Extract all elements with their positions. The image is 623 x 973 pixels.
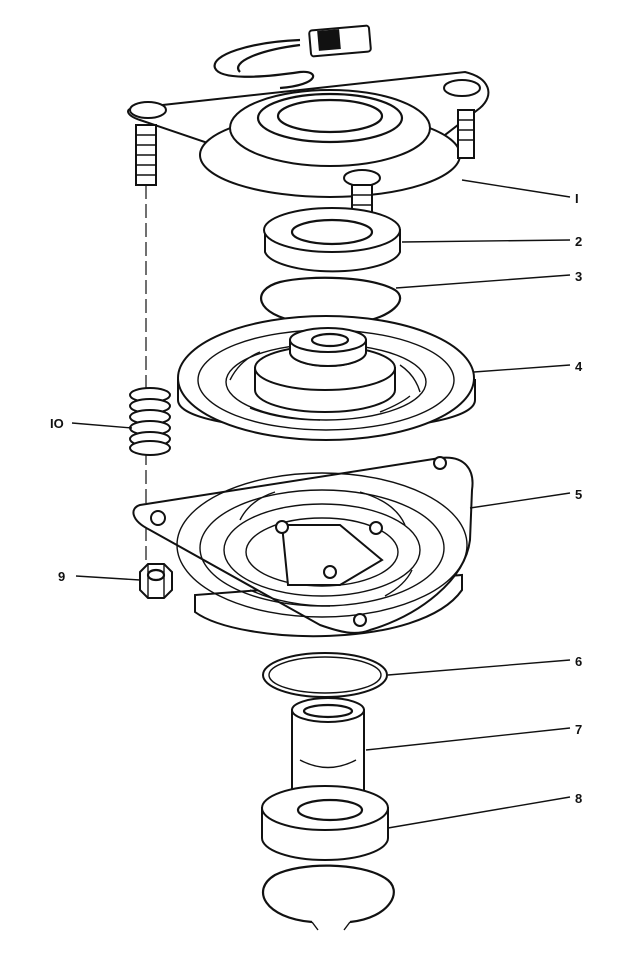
- callout-4: 4: [575, 359, 583, 374]
- part-9-nut: [139, 563, 173, 599]
- part-1-mounting-plate: [127, 70, 490, 198]
- callout-1: I: [575, 191, 579, 206]
- callout-7: 7: [575, 722, 582, 737]
- part-10-spring: [129, 387, 171, 456]
- bolt-right: [457, 109, 475, 159]
- callout-10: IO: [50, 416, 64, 431]
- callout-2: 2: [575, 234, 582, 249]
- leader-lines: [71, 179, 571, 829]
- callout-3: 3: [575, 269, 582, 284]
- part-2-bearing: [263, 207, 401, 273]
- callout-8: 8: [575, 791, 582, 806]
- bottom-snap-ring: [262, 864, 395, 931]
- part-5-armature-plate: [132, 456, 474, 638]
- part-8-bearing: [261, 785, 389, 861]
- callout-5: 5: [575, 487, 582, 502]
- wire-connector: [213, 24, 372, 90]
- callout-9: 9: [58, 569, 65, 584]
- bolt-left: [135, 124, 157, 186]
- callout-6: 6: [575, 654, 582, 669]
- part-4-rotor-disc: [177, 315, 476, 441]
- part-6-ring: [262, 652, 388, 698]
